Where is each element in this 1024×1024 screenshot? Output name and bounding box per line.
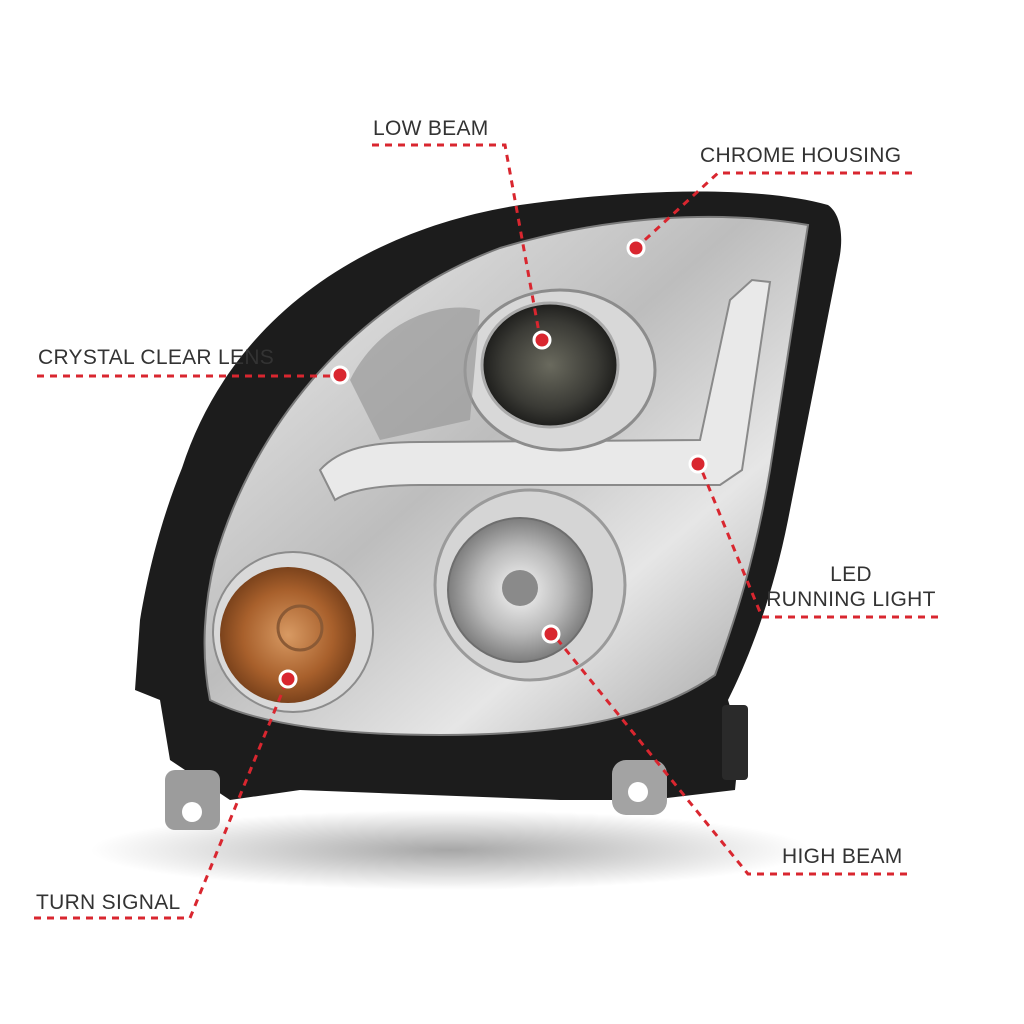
leader-turn-signal (34, 677, 290, 920)
led-running-light-line1: LED (830, 563, 872, 586)
dot-high-beam (541, 624, 561, 644)
inner-reflector-left (350, 307, 480, 440)
dot-low-beam (532, 330, 552, 350)
callout-high-beam: HIGH BEAM (782, 844, 903, 869)
dot-led-running-light (688, 454, 708, 474)
dot-chrome-housing (626, 238, 646, 258)
turn-signal-label: TURN SIGNAL (36, 891, 181, 914)
low-beam-projector (480, 301, 620, 429)
leader-led-running-light (698, 465, 938, 619)
led-strip (318, 278, 772, 502)
leader-lines (34, 143, 938, 920)
callout-crystal-clear-lens: CRYSTAL CLEAR LENS (38, 345, 274, 370)
low-beam-label: LOW BEAM (373, 117, 489, 140)
callout-turn-signal: TURN SIGNAL (36, 890, 181, 915)
dot-turn-signal (278, 669, 298, 689)
turn-signal-lens (220, 567, 356, 703)
callout-led-running-light: LED RUNNING LIGHT (763, 562, 939, 612)
callout-low-beam: LOW BEAM (373, 116, 489, 141)
leader-high-beam (551, 633, 907, 876)
high-beam-label: HIGH BEAM (782, 845, 903, 868)
high-beam-bulb (502, 570, 538, 606)
turn-signal-inner (276, 604, 324, 652)
crystal-clear-lens-label: CRYSTAL CLEAR LENS (38, 346, 275, 369)
led-running-light-line2: RUNNING LIGHT (766, 588, 936, 611)
dot-crystal-clear-lens (330, 365, 350, 385)
rear-connector (722, 705, 748, 780)
callout-chrome-housing: CHROME HOUSING (700, 143, 901, 168)
mounting-tab-right (612, 760, 667, 815)
callout-dots (278, 238, 708, 689)
leader-low-beam (372, 143, 542, 339)
chrome-housing-label: CHROME HOUSING (700, 144, 902, 167)
mounting-tab-left (165, 770, 220, 830)
ground-shadow (90, 810, 810, 890)
